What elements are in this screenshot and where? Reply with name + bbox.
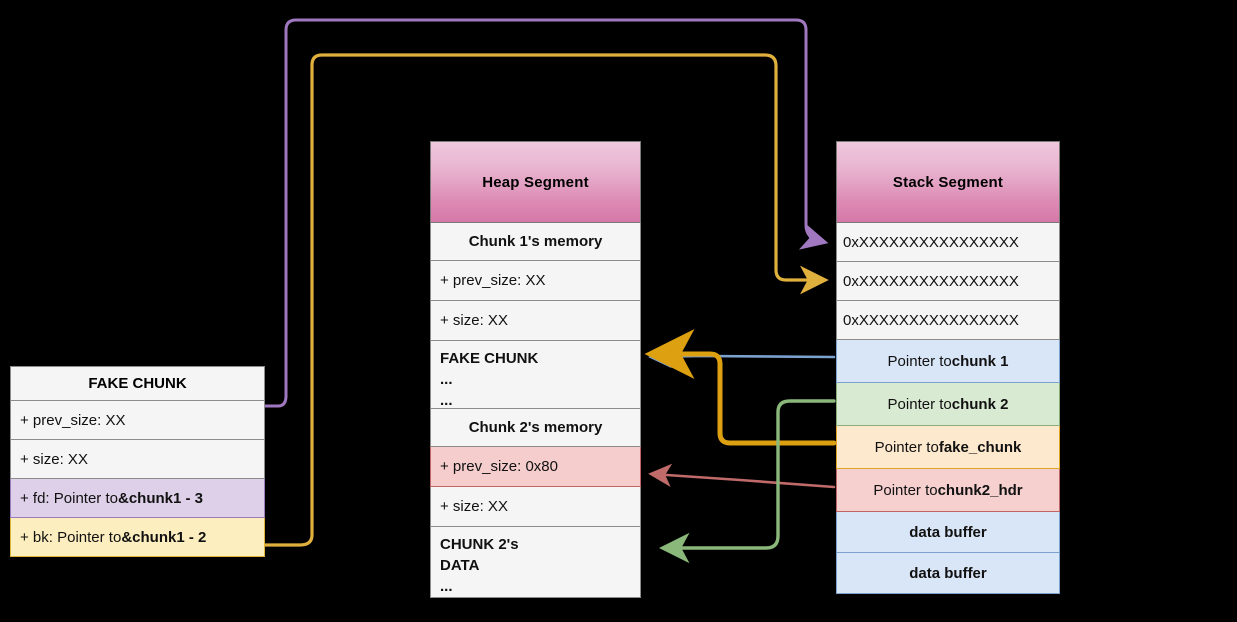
stack-row-address-1[interactable]: 0xXXXXXXXXXXXXXXXX — [836, 223, 1060, 262]
stack-segment: Stack Segment 0xXXXXXXXXXXXXXXXX 0xXXXXX… — [836, 141, 1060, 594]
heap-chunk2-data-line3: ... — [440, 578, 453, 595]
fake-chunk-table: FAKE CHUNK + prev_size: XX + size: XX + … — [10, 366, 265, 557]
heap-row-chunk2-data[interactable]: CHUNK 2's DATA ... — [430, 527, 641, 598]
heap-chunk2-data-line2: DATA — [440, 557, 480, 574]
stack-pointer-chunk1-target: chunk 1 — [951, 352, 1009, 370]
stack-row-pointer-fake-chunk[interactable]: Pointer to fake_chunk — [836, 426, 1060, 469]
stack-pointer-chunk2-prefix: Pointer to — [887, 395, 952, 413]
stack-segment-title: Stack Segment — [836, 141, 1060, 223]
stack-pointer-chunk2-hdr-prefix: Pointer to — [873, 481, 938, 499]
fake-chunk-bk-target: &chunk1 - 2 — [121, 528, 207, 546]
stack-row-pointer-chunk1[interactable]: Pointer to chunk 1 — [836, 340, 1060, 383]
heap-chunk2-data-line1: CHUNK 2's — [440, 536, 519, 553]
fake-chunk-fd-target: &chunk1 - 3 — [117, 489, 204, 507]
heap-fake-chunk-line2: ... — [440, 371, 453, 388]
fake-chunk-row-prev-size[interactable]: + prev_size: XX — [10, 401, 265, 440]
fake-chunk-fd-prefix: + fd: Pointer to — [20, 489, 118, 507]
stack-pointer-fake-chunk-target: fake_chunk — [938, 438, 1022, 456]
stack-row-address-3[interactable]: 0xXXXXXXXXXXXXXXXX — [836, 301, 1060, 340]
fake-chunk-title: FAKE CHUNK — [10, 366, 265, 401]
stack-row-address-2[interactable]: 0xXXXXXXXXXXXXXXXX — [836, 262, 1060, 301]
fake-chunk-bk-prefix: + bk: Pointer to — [20, 528, 122, 546]
heap-row-chunk2-size[interactable]: + size: XX — [430, 487, 641, 527]
heap-row-chunk1-size[interactable]: + size: XX — [430, 301, 641, 341]
stack-row-pointer-chunk2[interactable]: Pointer to chunk 2 — [836, 383, 1060, 426]
stack-pointer-fake-chunk-prefix: Pointer to — [874, 438, 939, 456]
heap-segment-title: Heap Segment — [430, 141, 641, 223]
heap-row-chunk1-memory[interactable]: Chunk 1's memory — [430, 223, 641, 261]
heap-row-chunk2-prev-size[interactable]: + prev_size: 0x80 — [430, 447, 641, 487]
heap-fake-chunk-line3: ... — [440, 392, 453, 409]
stack-row-data-buffer-1[interactable]: data buffer — [836, 512, 1060, 553]
heap-row-chunk2-memory[interactable]: Chunk 2's memory — [430, 409, 641, 447]
stack-pointer-chunk2-target: chunk 2 — [951, 395, 1009, 413]
heap-row-chunk1-prev-size[interactable]: + prev_size: XX — [430, 261, 641, 301]
heap-fake-chunk-line1: FAKE CHUNK — [440, 350, 539, 367]
stack-pointer-chunk1-prefix: Pointer to — [887, 352, 952, 370]
fake-chunk-row-fd[interactable]: + fd: Pointer to &chunk1 - 3 — [10, 479, 265, 518]
fake-chunk-row-size[interactable]: + size: XX — [10, 440, 265, 479]
stack-pointer-chunk2-hdr-target: chunk2_hdr — [937, 481, 1023, 499]
heap-segment: Heap Segment Chunk 1's memory + prev_siz… — [430, 141, 641, 598]
fake-chunk-row-bk[interactable]: + bk: Pointer to &chunk1 - 2 — [10, 518, 265, 557]
stack-row-data-buffer-2[interactable]: data buffer — [836, 553, 1060, 594]
heap-row-fake-chunk[interactable]: FAKE CHUNK ... ... — [430, 341, 641, 409]
stack-row-pointer-chunk2-hdr[interactable]: Pointer to chunk2_hdr — [836, 469, 1060, 512]
